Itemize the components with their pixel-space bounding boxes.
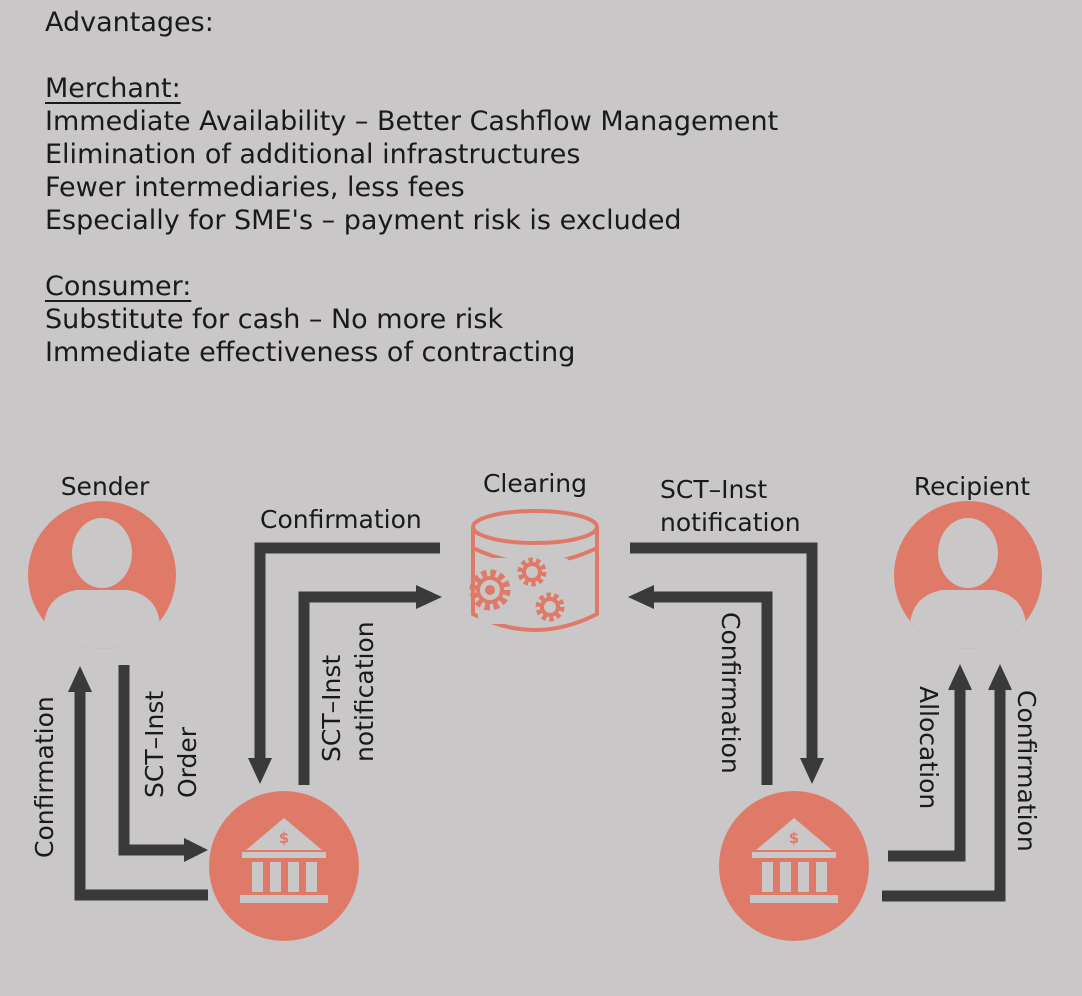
arrow-recipient-confirmation: [882, 688, 1006, 902]
consumer-item: Substitute for cash – No more risk: [45, 304, 504, 335]
sender-label: Sender: [61, 472, 150, 501]
merchant-item: Fewer intermediaries, less fees: [45, 172, 465, 203]
arrowhead-up: [988, 664, 1012, 690]
right-notification-label-line2: notification: [660, 508, 801, 537]
gear-icon: [535, 592, 565, 622]
bank-dollar-symbol: $: [279, 829, 289, 847]
left-notification-label-line2: notification: [350, 621, 379, 762]
recipient-bank-icon: $: [719, 791, 869, 941]
sender-person-icon: [28, 501, 176, 649]
arrowhead-right: [184, 838, 208, 862]
merchant-title: Merchant:: [45, 73, 181, 104]
gear-icon: [517, 557, 547, 587]
top-confirmation-label: Confirmation: [260, 505, 422, 534]
arrowhead-up: [948, 664, 972, 690]
arrowhead-up: [68, 666, 92, 692]
order-label-line1: SCT–Inst: [140, 691, 169, 798]
order-label-line2: Order: [173, 726, 202, 798]
arrowhead-left: [628, 585, 654, 609]
sender-bank-icon: $: [209, 791, 359, 941]
advantages-text: Advantages: Merchant: Immediate Availabi…: [45, 6, 778, 369]
clearing-database-icon: [469, 509, 599, 632]
bank-dollar-symbol: $: [789, 829, 799, 847]
recipient-confirmation-label: Confirmation: [1012, 690, 1041, 852]
arrowhead-right: [416, 585, 442, 609]
arrow-top-confirmation: [254, 542, 440, 760]
arrowhead-down: [248, 758, 272, 784]
arrowhead-down: [800, 758, 824, 784]
sender-confirmation-label: Confirmation: [30, 696, 59, 858]
merchant-item: Elimination of additional infrastructure…: [45, 139, 581, 170]
arrow-sender-confirmation: [74, 690, 208, 901]
arrow-sct-inst-order: [118, 665, 188, 856]
merchant-item: Especially for SME's – payment risk is e…: [45, 205, 682, 236]
clearing-label: Clearing: [483, 469, 587, 498]
arrow-right-confirmation: [652, 591, 773, 785]
arrow-allocation: [888, 688, 966, 862]
merchant-item: Immediate Availability – Better Cashflow…: [45, 106, 779, 137]
gear-icon: [469, 569, 511, 611]
right-notification-label-line1: SCT–Inst: [660, 475, 767, 504]
recipient-person-icon: [894, 501, 1042, 649]
left-notification-label-line1: SCT–Inst: [317, 655, 346, 762]
arrow-right-notification: [630, 542, 818, 760]
advantages-heading: Advantages:: [45, 7, 214, 38]
right-confirmation-label: Confirmation: [716, 612, 745, 774]
consumer-item: Immediate effectiveness of contracting: [45, 337, 576, 368]
allocation-label: Allocation: [914, 686, 943, 809]
consumer-title: Consumer:: [45, 271, 192, 302]
recipient-label: Recipient: [914, 472, 1030, 501]
arrow-left-notification: [298, 591, 420, 785]
